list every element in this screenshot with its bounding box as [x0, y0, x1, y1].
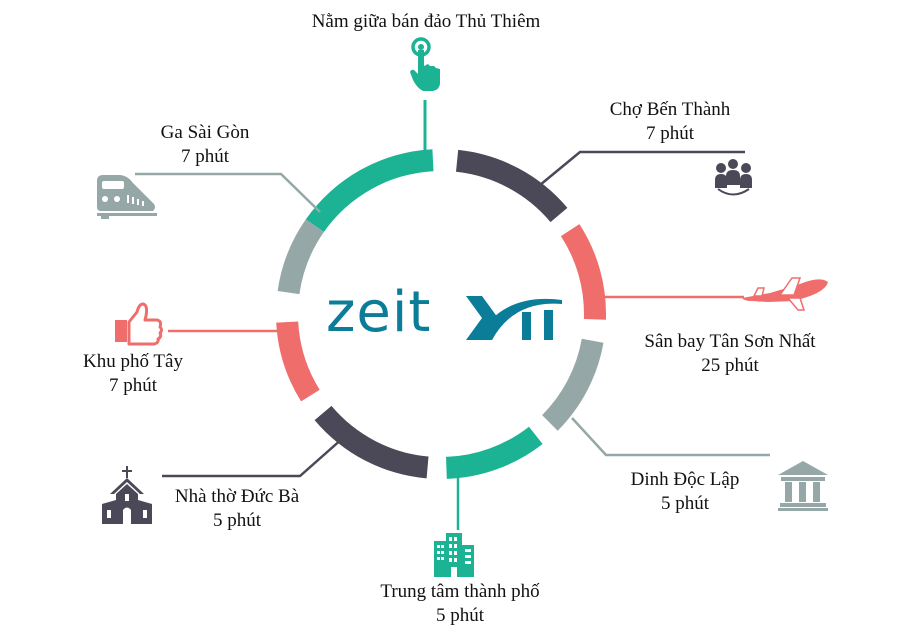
- city-buildings-icon: [434, 533, 474, 577]
- travel-time: 7 phút: [645, 123, 695, 144]
- airplane-icon: [742, 277, 828, 311]
- ring-segment-gray-right: [542, 338, 604, 431]
- tap-hand-icon: [410, 37, 440, 91]
- connector-cho-ben-thanh: [539, 150, 745, 186]
- label-cho-ben-thanh: Chợ Bến Thành 7 phút: [590, 98, 750, 146]
- travel-time: 5 phút: [660, 493, 710, 514]
- logo-xii-mark-icon: [466, 296, 562, 340]
- church-icon: [102, 466, 152, 524]
- travel-time: 7 phút: [180, 146, 230, 167]
- zeit-xii-logo: zeit: [326, 283, 431, 343]
- label-thu-thiem: Nằm giữa bán đảo Thủ Thiêm: [276, 10, 576, 34]
- label-ga-sai-gon: Ga Sài Gòn 7 phút: [140, 121, 270, 169]
- destination-name: Dinh Độc Lập: [630, 469, 740, 490]
- label-trung-tam: Trung tâm thành phố 5 phút: [360, 580, 560, 628]
- label-khu-pho-tay: Khu phố Tây 7 phút: [68, 350, 198, 398]
- ring-segment-coral-left: [276, 321, 320, 402]
- people-group-icon: [715, 159, 752, 196]
- destination-name: Sân bay Tân Sơn Nhất: [644, 331, 816, 352]
- ring-segment-coral-right: [560, 224, 607, 320]
- label-dinh-doc-lap: Dinh Độc Lập 5 phút: [610, 468, 760, 516]
- connector-ga-sai-gon: [135, 172, 321, 213]
- label-san-bay: Sân bay Tân Sơn Nhất 25 phút: [610, 330, 850, 378]
- label-nha-tho: Nhà thờ Đức Bà 5 phút: [152, 485, 322, 533]
- travel-time: 7 phút: [108, 375, 158, 396]
- connector-dinh-doc-lap: [571, 417, 770, 457]
- government-building-icon: [778, 461, 828, 511]
- thumbs-up-icon: [115, 302, 163, 346]
- travel-time: 5 phút: [435, 605, 485, 626]
- ring-segment-gray-left: [277, 219, 324, 295]
- logo-wordmark: zeit: [326, 280, 432, 345]
- ring-segment-dark-bottom: [314, 405, 429, 479]
- train-icon: [97, 175, 157, 219]
- destination-name: Khu phố Tây: [83, 351, 183, 372]
- destination-name: Trung tâm thành phố: [380, 581, 540, 602]
- ring-segment-teal-bottom: [446, 426, 543, 479]
- travel-time: 25 phút: [701, 355, 759, 376]
- destination-name: Nằm giữa bán đảo Thủ Thiêm: [311, 11, 541, 32]
- ring-segment-teal-top: [305, 149, 434, 232]
- connector-nha-tho: [162, 437, 344, 478]
- ring-segment-dark-top: [456, 149, 568, 223]
- destination-name: Nhà thờ Đức Bà: [174, 486, 300, 507]
- destination-name: Chợ Bến Thành: [609, 99, 731, 120]
- ring: [276, 149, 607, 479]
- travel-time: 5 phút: [212, 510, 262, 531]
- connectors: [135, 100, 770, 530]
- destination-name: Ga Sài Gòn: [160, 122, 250, 143]
